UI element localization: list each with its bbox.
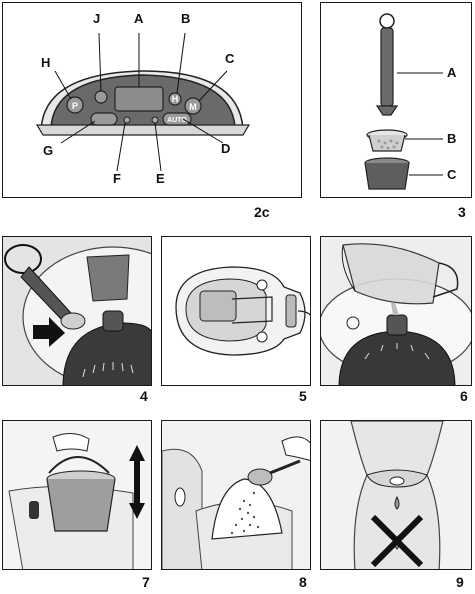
callout-3c: C [447, 167, 457, 182]
p-button-label: P [72, 101, 78, 111]
leader-line-f [116, 122, 126, 172]
figure-number-4: 4 [140, 388, 148, 404]
insert-arrow [33, 317, 65, 347]
display-screen [114, 86, 164, 112]
basket-b [368, 134, 406, 152]
p-button [66, 96, 84, 114]
up-down-arrow [129, 445, 145, 519]
callout-3a: A [447, 65, 457, 80]
figure-8-panel [161, 420, 311, 570]
leader-line-d [182, 118, 224, 144]
figure-number-7: 7 [142, 574, 150, 590]
step-5-illustration [175, 266, 310, 356]
figure-number-5: 5 [299, 388, 307, 404]
figure-7-panel [2, 420, 152, 570]
figure-number-9: 9 [456, 574, 464, 590]
figure-2c-panel: P H M AUTO A B C D E F G H J [2, 2, 302, 198]
callout-f: F [113, 171, 121, 186]
step-7-illustration [3, 421, 151, 569]
figure-number-6: 6 [460, 388, 468, 404]
cup-c [364, 162, 410, 190]
h-button-label: H [172, 94, 179, 104]
callout-j: J [93, 11, 101, 26]
auto-button [162, 112, 192, 126]
leader-line-e [154, 122, 162, 172]
callout-b: B [181, 11, 191, 26]
leader-line-j [98, 32, 102, 92]
indicator-light-f [123, 116, 131, 124]
figure-5-panel [161, 236, 311, 386]
leader-line-b [176, 32, 186, 94]
callout-e: E [156, 171, 165, 186]
m-button-label: M [189, 102, 197, 112]
step-8-illustration [162, 421, 310, 569]
figure-3-panel: A B C [320, 2, 472, 198]
cup-button [94, 90, 108, 104]
figure-4-panel [2, 236, 152, 386]
tool-a [380, 27, 394, 107]
indicator-light-e [151, 116, 159, 124]
callout-a: A [134, 11, 144, 26]
step-9-illustration [321, 421, 471, 569]
h-button [168, 92, 182, 106]
figure-9-panel [320, 420, 472, 570]
callout-h: H [41, 55, 51, 70]
step-4-illustration [3, 237, 151, 385]
callout-g: G [43, 143, 54, 158]
callout-d: D [221, 141, 231, 156]
figure-number-3: 3 [458, 204, 466, 220]
m-button [184, 97, 202, 115]
step-6-illustration [321, 237, 471, 385]
auto-button-label: AUTO [167, 117, 187, 124]
leader-line-g [60, 120, 96, 144]
figure-number-2c: 2c [254, 204, 270, 220]
bucket [46, 478, 116, 532]
figure-6-panel [320, 236, 472, 386]
leader-line-c [198, 70, 228, 102]
power-button [90, 112, 118, 126]
control-panel-illustration: P H M AUTO [35, 32, 251, 172]
callout-3b: B [447, 131, 457, 146]
callout-c: C [225, 51, 235, 66]
figure-number-8: 8 [299, 574, 307, 590]
leader-line-h [54, 70, 72, 100]
parts-illustration [364, 13, 443, 190]
